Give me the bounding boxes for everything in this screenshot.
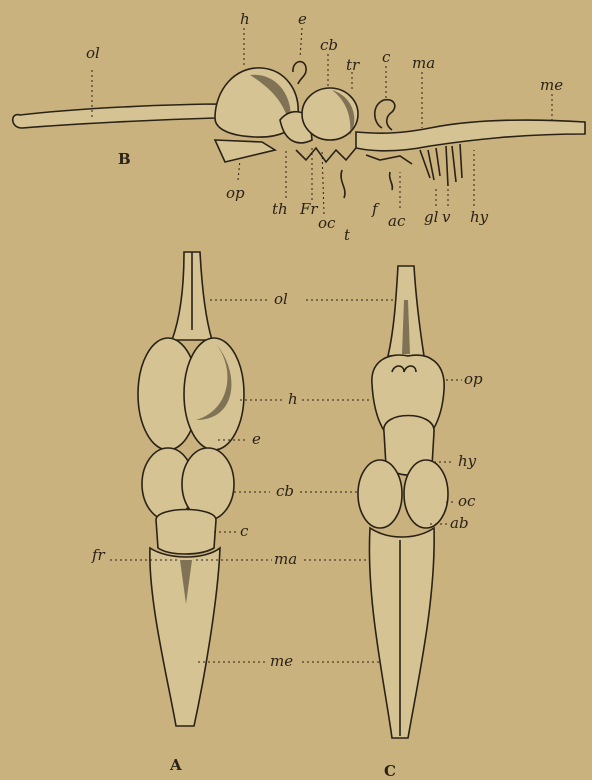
- fig-b-label-ma: ma: [412, 54, 435, 72]
- mid-label-ma: ma: [274, 550, 297, 568]
- fig-b-label-th: th: [272, 200, 288, 218]
- fig-b-optic-nerve: [215, 140, 275, 162]
- fig-b-label-t: t: [344, 226, 351, 244]
- fig-b-label-cb: cb: [320, 36, 338, 54]
- fig-a-cerebellum: [156, 510, 216, 555]
- mid-label-cb: cb: [276, 482, 294, 500]
- fig-a-hemisphere-right: [184, 338, 244, 450]
- mid-label-h: h: [288, 390, 298, 408]
- fig-b-olfactory-stalk: [13, 104, 228, 128]
- fig-b-label-op: op: [226, 184, 245, 202]
- figure-a-letter: A: [169, 756, 182, 774]
- fig-c-label-op: op: [464, 370, 483, 388]
- fig-c-label-hy: hy: [458, 452, 477, 470]
- fig-b-label-hy: hy: [470, 208, 489, 226]
- fig-b-label-f: f: [371, 200, 380, 218]
- fig-b-label-e: e: [298, 10, 307, 28]
- fig-b-label-tr: tr: [346, 56, 360, 74]
- fig-b-medulla: [356, 120, 585, 151]
- mid-label-me: me: [270, 652, 293, 670]
- fig-b-label-ac: ac: [388, 212, 406, 230]
- figure-c-letter: C: [384, 762, 396, 780]
- fig-b-label-gl: gl: [424, 208, 439, 226]
- fig-b-label-me: me: [540, 76, 563, 94]
- fig-b-nerve-roots: [420, 144, 462, 186]
- fig-c-lobe-left: [358, 460, 402, 528]
- fig-b-label-v: v: [442, 208, 451, 226]
- mid-label-e: e: [252, 430, 261, 448]
- fig-c-label-ab: ab: [450, 514, 469, 532]
- fig-b-label-h: h: [240, 10, 250, 28]
- fig-c-label-oc: oc: [458, 492, 476, 510]
- figure-c: op hy oc ab C: [358, 266, 483, 780]
- fig-b-label-ol: ol: [86, 44, 100, 62]
- fig-b-label-oc: oc: [318, 214, 336, 232]
- figure-b-letter: B: [118, 150, 131, 168]
- mid-label-c: c: [240, 522, 249, 540]
- fig-c-medulla-spinal: [369, 528, 434, 738]
- fig-b-epiphysis: [293, 62, 306, 84]
- fig-b-cerebellum: [375, 100, 395, 130]
- fig-a-label-fr: fr: [91, 546, 106, 564]
- figure-b: ol h e cb tr c ma me B op th Fr oc t f a…: [13, 10, 585, 244]
- fig-b-label-fr: Fr: [299, 200, 318, 218]
- fig-b-label-c: c: [382, 48, 391, 66]
- mid-label-ol: ol: [274, 290, 288, 308]
- fig-c-lobe-right: [404, 460, 448, 528]
- figure-a: fr A: [91, 252, 244, 774]
